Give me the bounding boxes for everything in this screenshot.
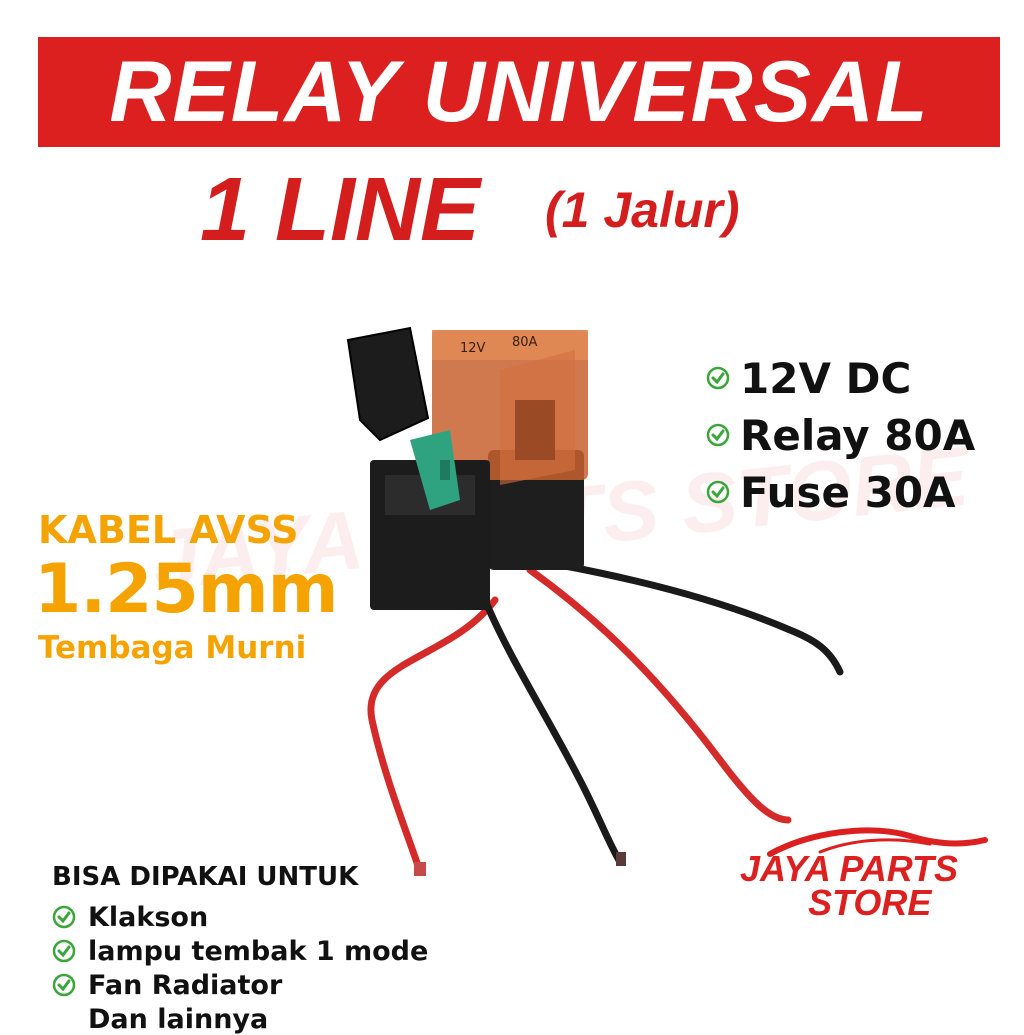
spec-relay: Relay 80A (706, 405, 975, 465)
use-item-label: Fan Radiator (88, 969, 283, 1001)
check-circle-icon (52, 939, 76, 963)
brand-logo-line1: JAYA PARTS (740, 848, 959, 889)
cable-title: KABEL AVSS (38, 508, 299, 552)
wire-black-middle (481, 596, 624, 866)
check-circle-icon (706, 423, 730, 447)
car-swoosh-icon (767, 827, 988, 857)
check-circle-icon (52, 905, 76, 929)
use-item-label: Klakson (88, 901, 209, 933)
use-item-label: lampu tembak 1 mode (88, 935, 429, 967)
check-circle-icon (706, 480, 730, 504)
relay-label-voltage: 12V (460, 341, 486, 356)
wire-red-right (526, 566, 792, 824)
relay-product-image: 12V 80A (346, 326, 844, 876)
brand-logo-line2: STORE (808, 882, 932, 923)
check-circle-icon (706, 366, 730, 390)
use-item: lampu tembak 1 mode (52, 934, 428, 968)
page-subtitle-note: (1 Jalur) (545, 182, 740, 238)
use-item: Klakson (52, 900, 208, 934)
page-title: RELAY UNIVERSAL (109, 44, 929, 140)
uses-more: Dan lainnya (88, 1004, 269, 1035)
relay-label-current: 80A (512, 335, 538, 350)
title-banner (38, 37, 1000, 147)
spec-fuse: Fuse 30A (706, 462, 956, 522)
spec-voltage-label: 12V DC (740, 353, 912, 403)
spec-voltage: 12V DC (706, 348, 911, 408)
cable-material: Tembaga Murni (38, 630, 307, 666)
cable-size: 1.25mm (34, 550, 338, 629)
fuse-holder-lid (346, 326, 430, 442)
spec-fuse-label: Fuse 30A (740, 467, 956, 517)
page-subtitle: 1 LINE (200, 160, 481, 260)
spec-relay-label: Relay 80A (740, 410, 976, 460)
fuse-30a (410, 430, 460, 510)
wire-red-left (367, 596, 499, 876)
use-item: Fan Radiator (52, 968, 282, 1002)
check-circle-icon (52, 973, 76, 997)
uses-heading: BISA DIPAKAI UNTUK (52, 862, 359, 892)
wire-black-right (556, 561, 844, 676)
